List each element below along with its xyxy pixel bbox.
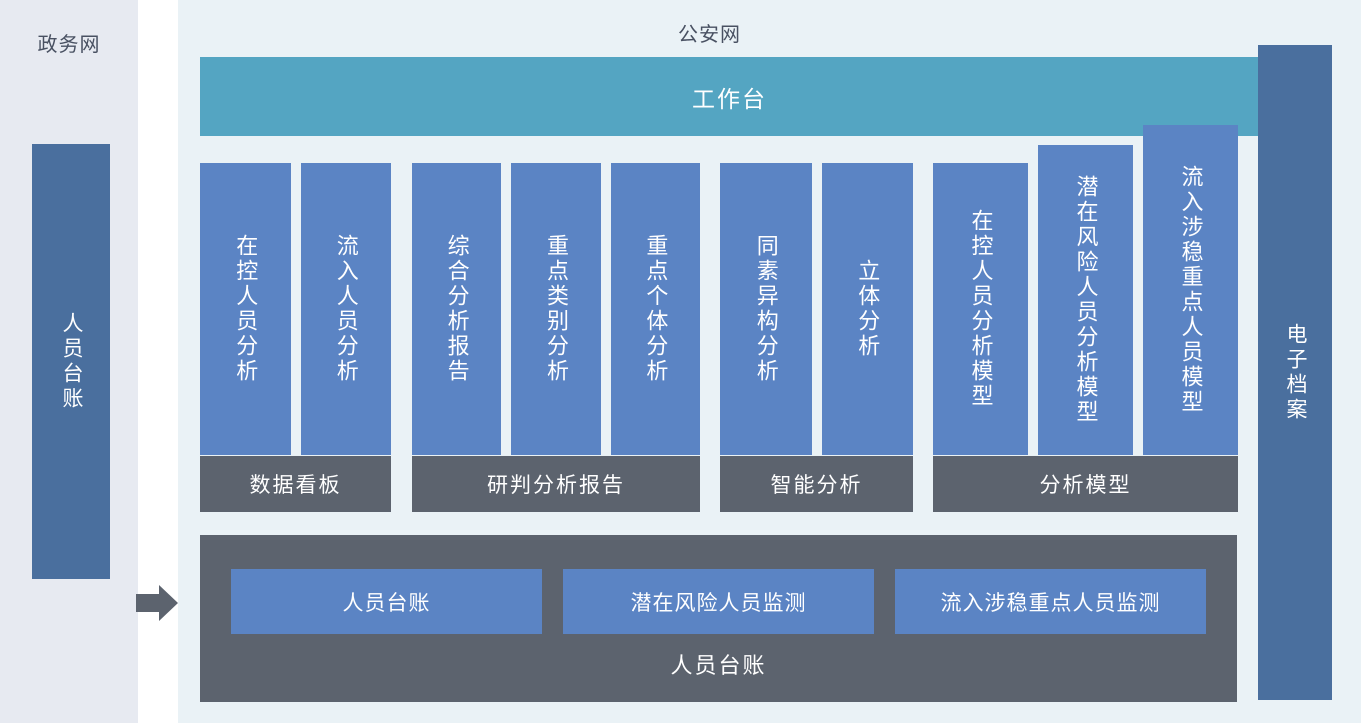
- capability-groups-row: 在控人员分析 流入人员分析 数据看板 综合分析报告 重点类别分析 重点个: [200, 125, 1259, 512]
- group-footer-data-dashboard[interactable]: 数据看板: [200, 456, 391, 512]
- ledger-button-label: 流入涉稳重点人员监测: [940, 591, 1161, 615]
- group-judgment-analysis-report: 综合分析报告 重点类别分析 重点个体分析 研判分析报告: [412, 163, 700, 512]
- card-label: 流入涉稳重点人员模型: [1178, 165, 1204, 415]
- group-columns: 同素异构分析 立体分析: [720, 163, 913, 455]
- card-on-control-personnel-analysis[interactable]: 在控人员分析: [200, 163, 291, 455]
- card-key-individual-analysis[interactable]: 重点个体分析: [610, 163, 700, 455]
- card-potential-risk-personnel-analysis-model[interactable]: 潜在风险人员分析模型: [1038, 145, 1133, 455]
- personnel-ledger-buttons: 人员台账 潜在风险人员监测 流入涉稳重点人员监测: [231, 569, 1206, 634]
- card-label: 综合分析报告: [444, 234, 470, 384]
- card-label: 同素异构分析: [753, 234, 779, 384]
- government-network-panel: 政务网 人员台账: [0, 0, 138, 723]
- public-security-network-title: 公安网: [678, 24, 741, 46]
- card-inflow-personnel-analysis[interactable]: 流入人员分析: [300, 163, 391, 455]
- group-footer-label: 分析模型: [1039, 474, 1132, 497]
- ledger-button-label: 潜在风险人员监测: [630, 591, 807, 615]
- government-personnel-ledger-label: 人员台账: [60, 311, 83, 412]
- ledger-button-label: 人员台账: [342, 591, 431, 615]
- group-data-dashboard: 在控人员分析 流入人员分析 数据看板: [200, 163, 391, 512]
- card-label: 潜在风险人员分析模型: [1073, 175, 1099, 425]
- card-key-category-analysis[interactable]: 重点类别分析: [511, 163, 601, 455]
- group-analysis-model: 在控人员分析模型 潜在风险人员分析模型 流入涉稳重点人员模型 分析模型: [933, 125, 1238, 512]
- group-footer-label: 智能分析: [770, 474, 863, 497]
- card-on-control-personnel-analysis-model[interactable]: 在控人员分析模型: [933, 163, 1028, 455]
- personnel-ledger-panel: 人员台账 潜在风险人员监测 流入涉稳重点人员监测 人员台账: [200, 535, 1237, 702]
- government-network-title: 政务网: [37, 34, 101, 56]
- workbench-banner[interactable]: 工作台: [200, 57, 1259, 136]
- group-footer-analysis-model[interactable]: 分析模型: [933, 456, 1238, 512]
- card-label: 重点类别分析: [543, 234, 569, 384]
- electronic-archive-bar[interactable]: 电子档案: [1258, 45, 1332, 700]
- group-footer-judgment-analysis-report[interactable]: 研判分析报告: [412, 456, 700, 512]
- ledger-button-personnel-ledger[interactable]: 人员台账: [231, 569, 542, 634]
- card-comprehensive-analysis-report[interactable]: 综合分析报告: [412, 163, 502, 455]
- group-columns: 在控人员分析模型 潜在风险人员分析模型 流入涉稳重点人员模型: [933, 125, 1238, 455]
- workbench-label: 工作台: [692, 85, 767, 112]
- card-label: 在控人员分析: [233, 234, 259, 384]
- ledger-button-potential-risk-personnel-monitoring[interactable]: 潜在风险人员监测: [563, 569, 874, 634]
- card-stereoscopic-analysis[interactable]: 立体分析: [821, 163, 913, 455]
- public-security-network-panel: 公安网 工作台 在控人员分析 流入人员分析 数据看板 综合分析报告: [178, 0, 1361, 723]
- card-inflow-stability-key-personnel-model[interactable]: 流入涉稳重点人员模型: [1143, 125, 1238, 455]
- card-label: 流入人员分析: [333, 234, 359, 384]
- arrow-right-icon: [136, 583, 178, 623]
- personnel-ledger-panel-label: 人员台账: [670, 653, 767, 678]
- card-label: 在控人员分析模型: [968, 209, 994, 409]
- card-isomer-analysis[interactable]: 同素异构分析: [720, 163, 812, 455]
- government-personnel-ledger-bar[interactable]: 人员台账: [32, 144, 110, 579]
- group-columns: 在控人员分析 流入人员分析: [200, 163, 391, 455]
- ledger-button-inflow-stability-key-personnel-monitoring[interactable]: 流入涉稳重点人员监测: [895, 569, 1206, 634]
- group-footer-label: 研判分析报告: [487, 474, 625, 497]
- group-intelligent-analysis: 同素异构分析 立体分析 智能分析: [720, 163, 913, 512]
- group-footer-label: 数据看板: [249, 474, 342, 497]
- card-label: 立体分析: [855, 259, 881, 359]
- group-footer-intelligent-analysis[interactable]: 智能分析: [720, 456, 913, 512]
- electronic-archive-label: 电子档案: [1284, 322, 1307, 423]
- group-columns: 综合分析报告 重点类别分析 重点个体分析: [412, 163, 700, 455]
- card-label: 重点个体分析: [643, 234, 669, 384]
